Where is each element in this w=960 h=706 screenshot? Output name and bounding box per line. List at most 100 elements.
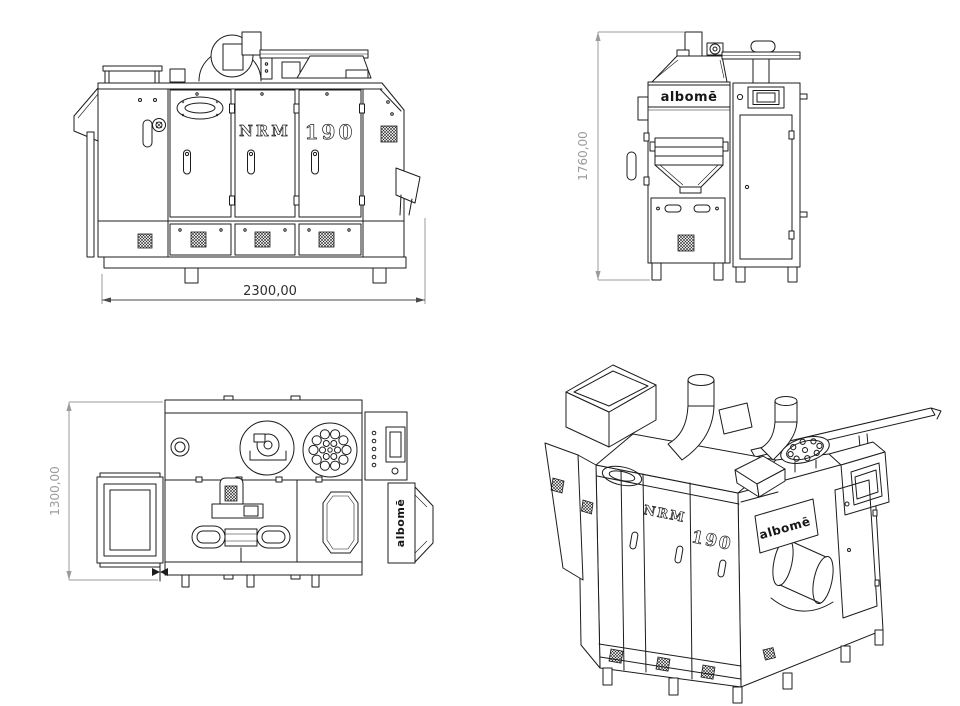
height-dimension: 1760,00 bbox=[576, 31, 684, 281]
discharge-funnel bbox=[654, 164, 724, 194]
control-screen bbox=[850, 462, 883, 506]
side-view: 1760,00 albomē bbox=[570, 15, 820, 294]
height-dimension-label: 1760,00 bbox=[576, 131, 590, 181]
vent-grille bbox=[190, 231, 207, 248]
top-view: 1300,00 bbox=[48, 383, 453, 609]
vent-grille bbox=[677, 234, 695, 252]
hinge bbox=[874, 579, 880, 587]
fan-impeller bbox=[302, 422, 358, 478]
front-view: NRM 190 2300,00 bbox=[52, 12, 447, 316]
side-main-body: albomē bbox=[626, 81, 731, 264]
fan-stand bbox=[794, 459, 817, 473]
roller-end bbox=[812, 555, 834, 605]
cabinet-door bbox=[739, 114, 793, 260]
door-handles bbox=[629, 531, 727, 578]
front-machine-body: NRM 190 bbox=[73, 82, 421, 284]
button bbox=[844, 501, 850, 507]
vent-grille bbox=[318, 231, 335, 248]
inspection-oval-plate bbox=[601, 465, 643, 487]
roller-guard bbox=[770, 597, 834, 612]
hinge bbox=[788, 130, 795, 140]
pipe-elbow bbox=[760, 421, 798, 461]
hinge bbox=[788, 230, 795, 240]
door-2 bbox=[234, 89, 296, 218]
iso-pipework bbox=[667, 374, 798, 461]
vent-grille bbox=[137, 233, 153, 249]
lower-vent-band bbox=[97, 220, 405, 256]
motor-2 bbox=[750, 40, 776, 53]
side-legs bbox=[651, 262, 798, 283]
model-label: 190 bbox=[305, 120, 356, 144]
side-cabinet bbox=[732, 82, 808, 268]
vent-grille bbox=[762, 647, 776, 661]
center-drive-assembly bbox=[191, 477, 291, 563]
hinge bbox=[872, 509, 878, 517]
vent-grille bbox=[608, 648, 624, 664]
motor bbox=[706, 42, 724, 56]
side-roof-equipment bbox=[651, 31, 801, 84]
manifold bbox=[718, 402, 753, 435]
vent-grille bbox=[655, 656, 671, 672]
logo-panel bbox=[754, 498, 819, 554]
isometric-view: NRM 190 albomē bbox=[533, 350, 958, 706]
power-button bbox=[736, 93, 744, 101]
width-dimension-label: 2300,00 bbox=[243, 284, 297, 299]
vent-grille bbox=[581, 499, 594, 515]
brand-logo: albomē bbox=[661, 90, 718, 105]
brand-logo: albomē bbox=[394, 499, 407, 548]
depth-dimension: 1300,00 bbox=[48, 401, 163, 581]
base-rail bbox=[103, 256, 407, 269]
door-3 bbox=[298, 89, 362, 218]
width-dimension: 2300,00 bbox=[101, 218, 426, 304]
series-label: NRM bbox=[239, 122, 291, 140]
inspection-oval-plate bbox=[176, 96, 224, 120]
iso-right-face-details: albomē bbox=[740, 479, 880, 661]
iso-fan bbox=[780, 436, 830, 464]
top-feet bbox=[181, 574, 320, 588]
iso-body bbox=[544, 433, 884, 688]
left-panel-details bbox=[138, 98, 166, 148]
drain-valve bbox=[152, 562, 168, 582]
hood bbox=[651, 55, 728, 83]
isometric-view-drawing: NRM 190 albomē bbox=[544, 364, 942, 704]
inlet-hopper-top bbox=[96, 472, 164, 568]
iso-hopper bbox=[565, 364, 657, 448]
side-view-drawing: 1760,00 albomē bbox=[576, 31, 808, 283]
side-lower-panel bbox=[650, 197, 726, 264]
pipe-flange bbox=[170, 437, 190, 457]
iso-legs bbox=[602, 629, 884, 704]
control-box-top bbox=[364, 411, 408, 481]
door-handles bbox=[183, 149, 319, 175]
front-roof-equipment bbox=[102, 31, 372, 84]
pipe-cap bbox=[687, 374, 715, 386]
cabinet-door bbox=[834, 479, 878, 619]
vent-grille bbox=[550, 477, 565, 494]
depth-dimension-label: 1300,00 bbox=[48, 466, 62, 516]
vent-grille bbox=[254, 231, 271, 248]
door-1 bbox=[169, 89, 232, 218]
vent-grille bbox=[380, 125, 398, 143]
leg bbox=[372, 267, 387, 284]
body-outline bbox=[97, 82, 405, 258]
iso-console bbox=[828, 441, 890, 516]
right-chamber-top bbox=[322, 491, 359, 554]
top-body: albomē bbox=[96, 395, 434, 588]
pipe-elbow bbox=[667, 405, 715, 461]
iso-deck-funnel bbox=[734, 455, 786, 498]
blower-top bbox=[239, 420, 295, 476]
leg bbox=[184, 267, 199, 284]
vent-grille bbox=[700, 664, 716, 680]
outlet-chute bbox=[395, 167, 421, 204]
right-chute-top: albomē bbox=[387, 482, 434, 564]
right-end-cap bbox=[380, 100, 421, 216]
front-view-drawing: NRM 190 2300,00 bbox=[73, 31, 426, 304]
pipe-cap bbox=[774, 396, 798, 406]
iso-left-chute bbox=[544, 442, 584, 581]
logo-band bbox=[647, 84, 731, 108]
top-view-drawing: 1300,00 bbox=[48, 395, 434, 588]
button bbox=[391, 467, 399, 475]
control-screen bbox=[385, 426, 406, 463]
lever-handle bbox=[626, 151, 637, 181]
roller-block bbox=[649, 137, 729, 166]
